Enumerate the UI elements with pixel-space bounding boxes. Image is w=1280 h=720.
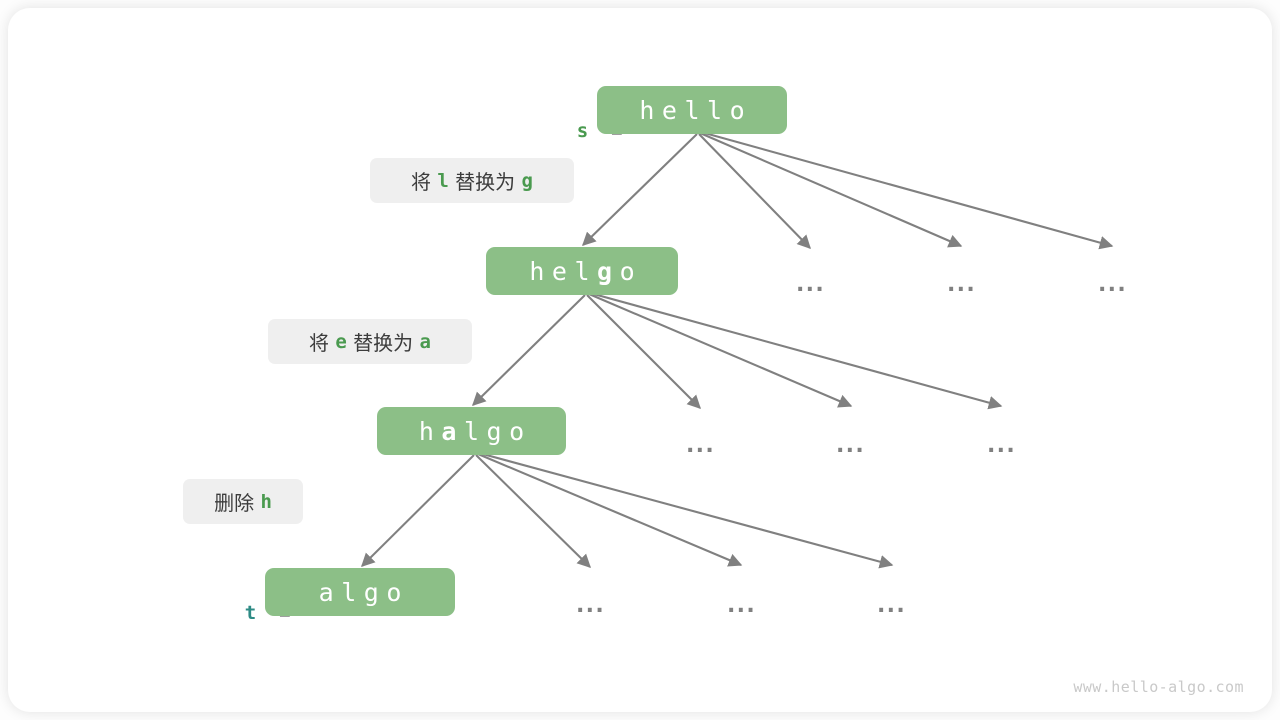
op-3-prefix: 删除 — [214, 491, 261, 515]
node-halgo-char-2: l — [463, 416, 487, 446]
node-hello-char-0: h — [639, 95, 662, 125]
op-1-middle: 替换为 — [448, 170, 522, 194]
op-1-to: g — [521, 169, 533, 192]
node-hello-char-1: e — [661, 95, 685, 125]
node-algo-char-1: l — [341, 577, 364, 607]
node-algo-char-2: g — [363, 577, 387, 607]
ellipsis-l2-1: ... — [686, 433, 716, 458]
ellipsis-l1-2: ... — [947, 272, 977, 297]
node-helgo-char-2: l — [574, 256, 598, 286]
op-3-from: h — [260, 490, 272, 513]
node-hello-char-3: l — [707, 95, 730, 125]
node-helgo-char-3: g — [597, 256, 620, 286]
node-algo-char-3: o — [386, 577, 409, 607]
op-1-from: l — [437, 169, 449, 192]
ellipsis-l3-1: ... — [576, 593, 606, 618]
ellipsis-l2-3: ... — [987, 433, 1017, 458]
ellipsis-l3-3: ... — [877, 593, 907, 618]
op-replace-e-a: 将 e 替换为 a — [268, 319, 472, 364]
ellipsis-l1-3: ... — [1098, 272, 1128, 297]
node-helgo-char-1: e — [551, 256, 575, 286]
node-halgo-char-3: g — [486, 416, 510, 446]
variable-s-name: s — [576, 120, 589, 142]
node-hello-char-2: l — [684, 95, 708, 125]
node-halgo-char-0: h — [418, 416, 442, 446]
node-helgo-char-4: o — [619, 256, 643, 286]
op-replace-l-g: 将 l 替换为 g — [370, 158, 574, 203]
node-algo-char-0: a — [318, 577, 342, 607]
node-halgo-char-1: a — [441, 416, 464, 446]
ellipsis-l1-1: ... — [796, 272, 826, 297]
ellipsis-l3-2: ... — [727, 593, 757, 618]
op-2-to: a — [419, 330, 431, 353]
op-1-prefix: 将 — [411, 170, 438, 194]
op-2-from: e — [335, 330, 347, 353]
node-hello-char-4: o — [729, 95, 753, 125]
node-helgo-char-0: h — [529, 256, 552, 286]
node-halgo-char-4: o — [509, 416, 532, 446]
op-2-middle: 替换为 — [346, 331, 420, 355]
watermark: www.hello-algo.com — [1073, 678, 1244, 696]
op-2-prefix: 将 — [309, 331, 336, 355]
variable-t-name: t — [244, 602, 257, 624]
ellipsis-l2-2: ... — [836, 433, 866, 458]
op-delete-h: 删除 h — [183, 479, 303, 524]
